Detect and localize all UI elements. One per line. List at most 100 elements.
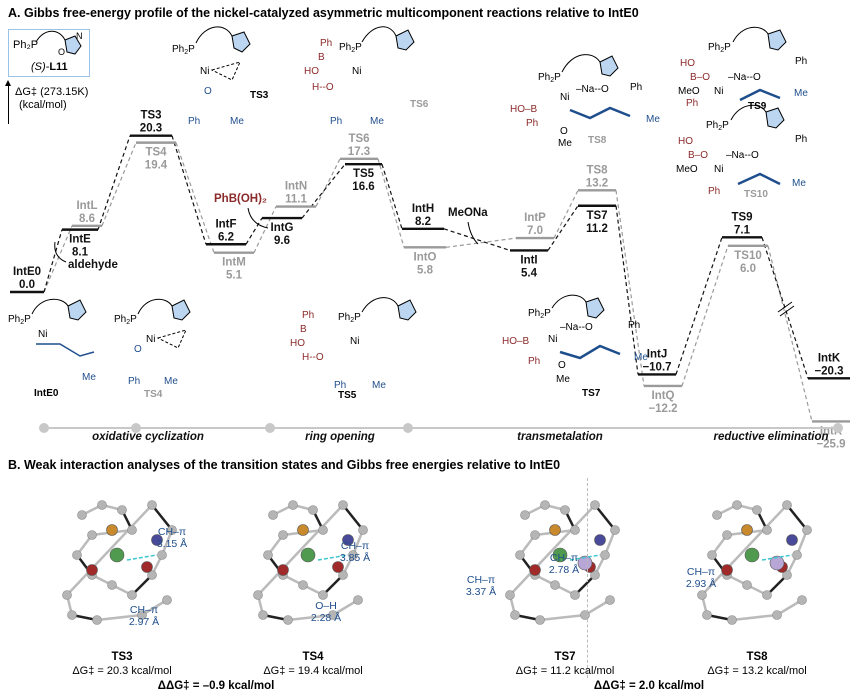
- atom-carbon: [802, 525, 812, 535]
- atom-carbon: [712, 510, 722, 520]
- atom-carbon: [762, 525, 772, 535]
- phase-label-ring-opening: ring opening: [305, 431, 375, 443]
- connector-TS7-IntJ: [615, 205, 639, 375]
- atom-carbon: [520, 510, 530, 520]
- level-name-TS7: TS7: [586, 210, 607, 222]
- atom-carbon: [147, 570, 157, 580]
- axis-break-icon: [779, 305, 795, 317]
- atom-carbon: [288, 500, 298, 510]
- panel-b-divider: [587, 478, 588, 678]
- structure-TS5: Ph B HO Ph2P Ni H--O Ph Me TS5: [290, 297, 417, 401]
- svg-text:H--O: H--O: [312, 82, 334, 93]
- atom-carbon: [308, 505, 318, 515]
- structure-TS6: Ph B HO Ph2P Ni H--O Ph Me TS6: [304, 26, 429, 127]
- svg-text:B–O: B–O: [690, 72, 710, 83]
- atom-sodium: [577, 555, 593, 571]
- connector-TS3-IntF: [171, 135, 207, 245]
- atom-oxygen: [332, 561, 344, 573]
- ligand-stereo: (S)-: [31, 61, 50, 73]
- svg-text:Ph: Ph: [628, 320, 640, 331]
- ball-and-stick-model: [253, 500, 368, 625]
- atom-carbon: [157, 550, 167, 560]
- atom-carbon: [570, 525, 580, 535]
- structure-TS4: Ph2P Ni O Ph Me TS4: [114, 298, 191, 400]
- svg-text:HO: HO: [680, 58, 695, 69]
- atom-nickel: [300, 547, 316, 563]
- level-value-IntI: 5.4: [521, 267, 538, 279]
- atom-carbon: [72, 550, 82, 560]
- atom-carbon: [707, 550, 717, 560]
- atom-nitrogen: [151, 534, 163, 546]
- atom-carbon: [797, 595, 807, 605]
- svg-text:Ph: Ph: [795, 134, 807, 145]
- svg-text:Ph: Ph: [320, 38, 332, 49]
- atom-carbon: [62, 590, 72, 600]
- svg-text:Ph: Ph: [708, 186, 720, 197]
- phase-label-oxidative-cyclization: oxidative cyclization: [92, 431, 204, 443]
- atom-nitrogen: [786, 534, 798, 546]
- level-labels: IntL8.6TS419.4IntM5.1IntN11.1TS617.3IntO…: [13, 110, 846, 451]
- svg-text:Me: Me: [634, 352, 648, 363]
- level-value-TS6: 17.3: [348, 146, 370, 158]
- noncovalent-contact: [317, 554, 349, 561]
- level-value-TS9: 7.1: [734, 224, 751, 236]
- level-name-TS4: TS4: [145, 147, 167, 159]
- molecule-sketches: Ph2P Ni O Ph Me TS3 Ph B HO Ph2P Ni H--O…: [8, 26, 808, 401]
- svg-text:Ph: Ph: [128, 376, 140, 387]
- level-value-TS5: 16.6: [352, 181, 374, 193]
- atom-carbon: [298, 580, 308, 590]
- ligand-ph2p: Ph₂P: [13, 39, 38, 51]
- phase-dot: [131, 423, 141, 433]
- connector-IntE0-IntL: [43, 225, 73, 293]
- svg-text:MeO: MeO: [676, 164, 698, 175]
- svg-text:HO: HO: [678, 136, 693, 147]
- level-value-IntN: 11.1: [285, 194, 307, 206]
- connector-IntL-TS4: [101, 142, 137, 227]
- structure-label-TS4: TS4: [144, 389, 163, 400]
- svg-text:Ph: Ph: [795, 56, 807, 67]
- level-name-IntK: IntK: [818, 352, 841, 364]
- svg-text:Me: Me: [792, 178, 806, 189]
- structure-label-TS6: TS6: [410, 99, 429, 110]
- atom-carbon: [87, 530, 97, 540]
- atom-carbon: [137, 610, 147, 620]
- atom-phosphorus: [741, 524, 753, 536]
- level-name-IntH: IntH: [412, 203, 434, 215]
- svg-text:Ph2P: Ph2P: [8, 314, 31, 326]
- atom-carbon: [530, 530, 540, 540]
- energy-axis-arrow-icon: [5, 80, 11, 124]
- level-value-IntP: 7.0: [527, 225, 543, 237]
- noncovalent-contact: [126, 554, 158, 561]
- atom-carbon: [167, 525, 177, 535]
- svg-text:(S)-L11: (S)-L11: [31, 61, 68, 73]
- atom-carbon: [732, 500, 742, 510]
- svg-text:Ni: Ni: [350, 336, 359, 347]
- structure-TS7: Ph2P HO–B Ni –Na--O Ph Me Ph O Me TS7: [502, 294, 648, 399]
- atom-carbon: [127, 525, 137, 535]
- svg-text:O: O: [560, 126, 568, 137]
- level-name-IntJ: IntJ: [647, 348, 667, 360]
- svg-text:Ph: Ph: [528, 356, 540, 367]
- atom-carbon: [97, 500, 107, 510]
- svg-text:Ni: Ni: [352, 66, 361, 77]
- connector-TS8-IntQ: [615, 190, 645, 387]
- svg-text:Ph2P: Ph2P: [708, 42, 731, 54]
- ddg-left: ΔΔG‡ = –0.9 kcal/mol: [157, 680, 275, 692]
- atom-nickel: [552, 547, 568, 563]
- connector-IntQ-TS10: [681, 245, 729, 387]
- atom-oxygen: [277, 564, 289, 576]
- atom-carbon: [600, 550, 610, 560]
- level-name-TS6: TS6: [348, 133, 369, 145]
- atom-carbon: [263, 550, 273, 560]
- axis-break-icon: [777, 301, 793, 313]
- atom-carbon: [328, 610, 338, 620]
- atom-carbon: [258, 610, 268, 620]
- connector-TS9-IntK: [761, 237, 809, 379]
- ball-and-stick-model: [697, 500, 812, 625]
- level-value-IntQ: −12.2: [648, 403, 677, 415]
- atom-carbon: [580, 610, 590, 620]
- atom-carbon: [535, 615, 545, 625]
